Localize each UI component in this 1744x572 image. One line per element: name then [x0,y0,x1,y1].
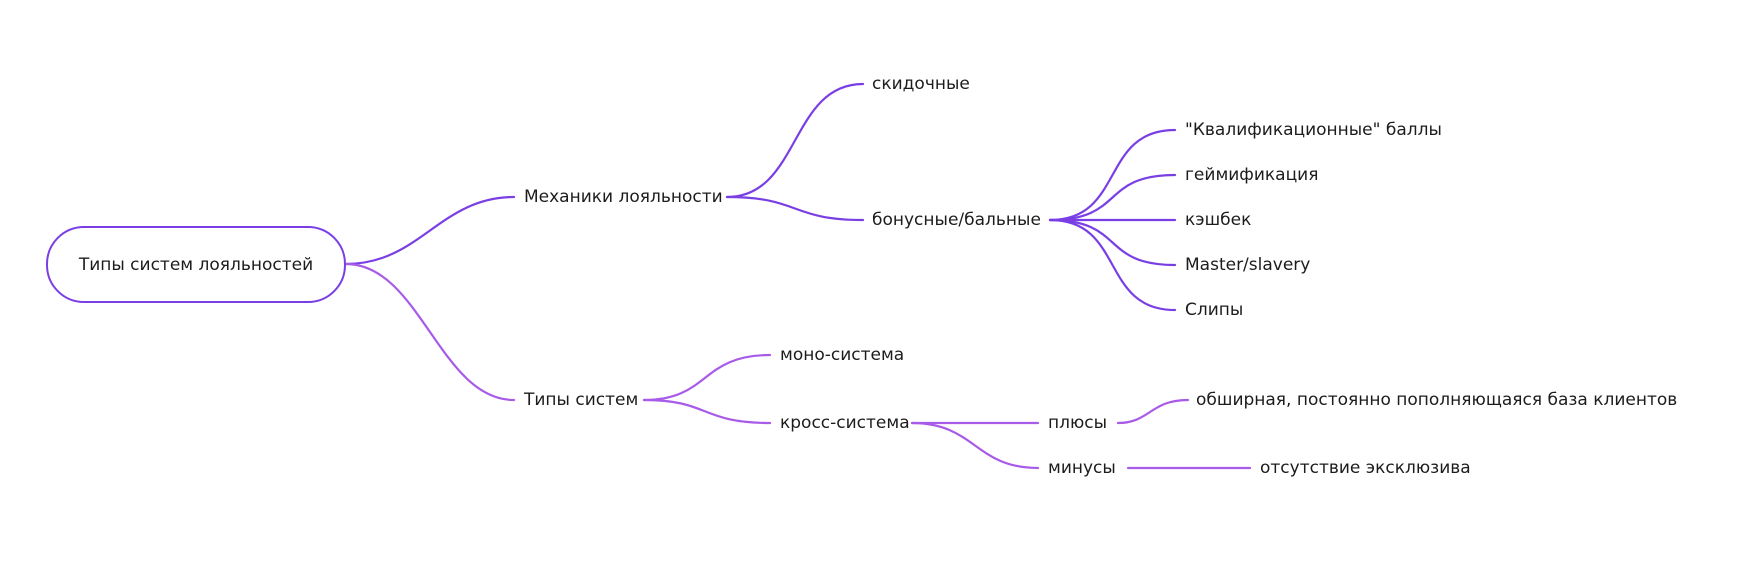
node-mechanics[interactable]: Механики лояльности [524,187,723,207]
node-cashback[interactable]: кэшбек [1185,210,1252,230]
node-cons[interactable]: минусы [1048,458,1116,478]
node-system-types[interactable]: Типы систем [524,390,639,410]
node-master-slavery[interactable]: Master/slavery [1185,255,1311,275]
link-types-cross [642,398,772,425]
link-root-types [344,262,516,402]
node-pros[interactable]: плюсы [1048,413,1108,433]
link-bonus-qual [1048,128,1177,222]
link-types-mono [642,353,772,402]
node-discount[interactable]: скидочные [872,74,970,94]
root-node[interactable]: Типы систем лояльностей [46,226,346,303]
node-qualification-points[interactable]: "Квалификационные" баллы [1185,120,1442,140]
link-bonus-master [1048,218,1177,267]
link-cross-cons [910,421,1040,470]
node-bonus[interactable]: бонусные/бальные [872,210,1041,230]
node-mono-system[interactable]: моно-система [780,345,905,365]
node-pros-item[interactable]: обширная, постоянно пополняющаяся база к… [1196,390,1678,410]
root-label: Типы систем лояльностей [78,254,314,275]
link-pros-item [1116,398,1190,425]
node-gamification[interactable]: геймификация [1185,165,1319,185]
node-cons-item[interactable]: отсутствие эксклюзива [1260,458,1471,478]
link-bonus-slips [1048,218,1177,312]
node-cross-system[interactable]: кросс-система [780,413,910,433]
link-mechanics-bonus [725,195,865,222]
node-slips[interactable]: Слипы [1185,300,1244,320]
link-mechanics-discount [725,82,865,199]
link-root-mechanics [344,195,516,266]
link-bonus-gamification [1048,173,1177,222]
